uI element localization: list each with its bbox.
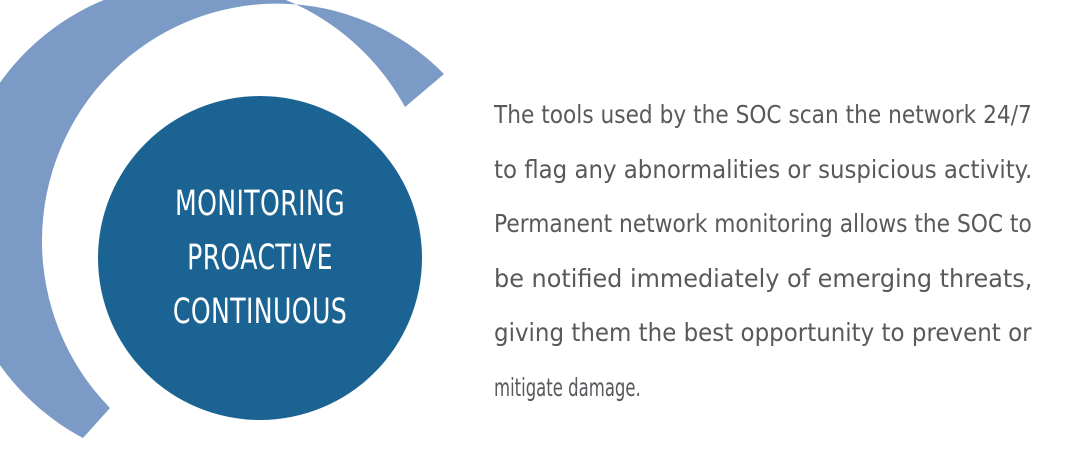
description-paragraph: The tools used by the SOC scan the netwo… [494,88,1032,415]
center-circle [98,96,422,420]
description-line-3: Permanent network monitoring allows the … [494,209,1032,238]
monitoring-diagram [0,0,444,438]
description-line-6: mitigate damage. [494,372,641,402]
description-line-2: to flag any abnormalities or suspicious … [494,154,1033,184]
description-line-1: The tools used by the SOC scan the netwo… [494,100,1032,129]
monitoring-graphic: MONITORING PROACTIVE CONTINUOUS [0,0,470,471]
description-line-5: giving them the best opportunity to prev… [494,318,1032,347]
description-line-4: be notified immediately of emerging thre… [494,263,1033,293]
outer-arc-ring [0,0,444,438]
